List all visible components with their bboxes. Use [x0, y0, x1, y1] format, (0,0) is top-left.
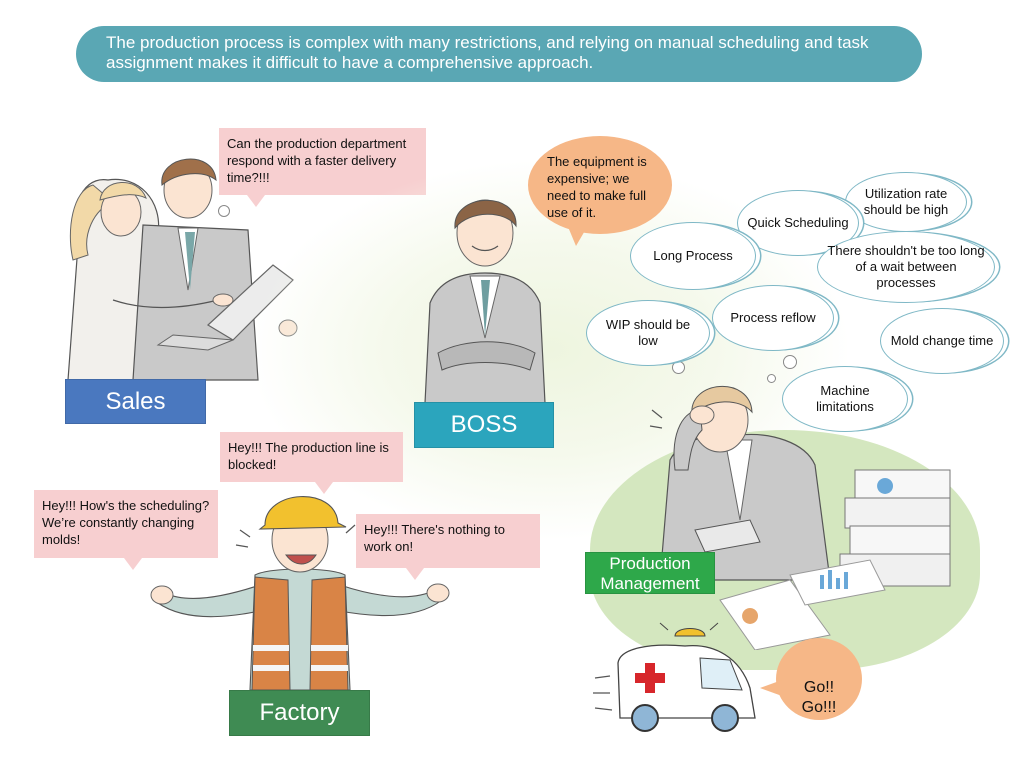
thought-machine-limitations: Machine limitations [782, 366, 908, 432]
boss-bubble-tail [566, 222, 590, 246]
factory-bubble-nothing: Hey!!! There's nothing to work on! [356, 514, 540, 580]
boss-illustration [410, 188, 560, 404]
manager-illustration [640, 370, 970, 651]
thought-wip: WIP should be low [586, 300, 710, 366]
sales-label: Sales [65, 379, 206, 424]
banner-text: The production process is complex with m… [106, 33, 869, 72]
thought-long-process: Long Process [630, 222, 756, 290]
factory-label: Factory [229, 690, 370, 736]
thought-utilization: Utilization rate should be high [845, 172, 967, 232]
boss-speech-bubble: The equipment is expensive; we need to m… [528, 136, 672, 234]
thought-dot [783, 355, 797, 369]
sales-speech-bubble: Can the production department respond wi… [219, 128, 426, 207]
boss-label: BOSS [414, 402, 554, 448]
factory-worker-illustration [150, 485, 450, 691]
thought-mold-change: Mold change time [880, 308, 1004, 374]
header-banner: The production process is complex with m… [76, 26, 922, 82]
thought-dot [767, 374, 776, 383]
factory-bubble-blocked: Hey!!! The production line is blocked! [220, 432, 403, 494]
production-management-label: Production Management [585, 552, 715, 594]
go-bubble-tail [760, 680, 782, 696]
thought-dot [218, 205, 230, 217]
factory-bubble-scheduling: Hey!!! How's the scheduling? We’re const… [34, 490, 218, 570]
ambulance-illustration [590, 618, 770, 738]
thought-process-reflow: Process reflow [712, 285, 834, 351]
go-speech-bubble: Go!! Go!!! [776, 638, 862, 720]
thought-wait: There shouldn't be too long of a wait be… [817, 231, 995, 303]
